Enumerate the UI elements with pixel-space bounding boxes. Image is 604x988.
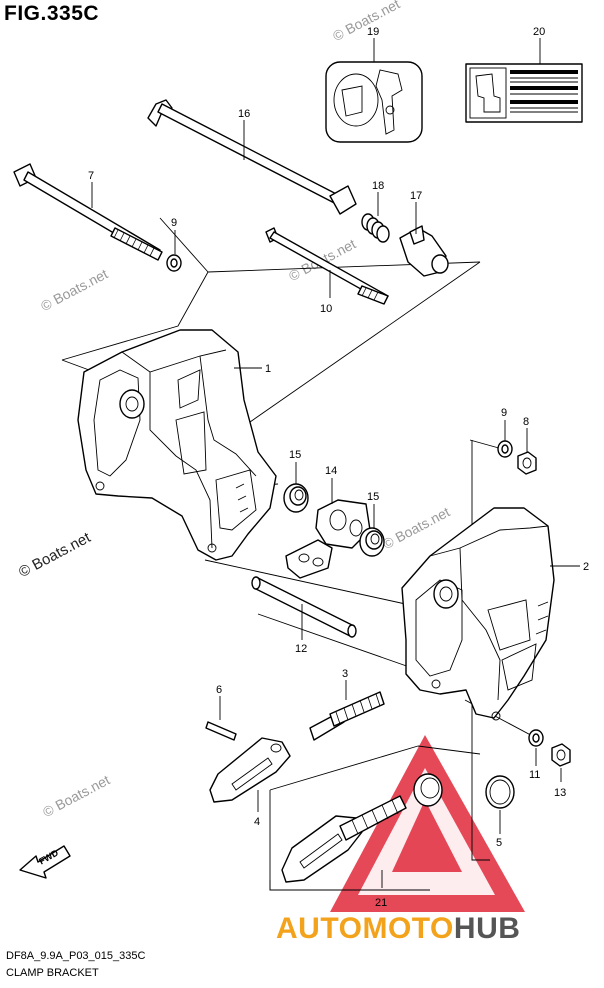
assembly-box-part-21 <box>269 880 430 891</box>
fwd-arrow-icon: FWD <box>19 845 71 879</box>
washer-part-11 <box>528 729 544 747</box>
callout-3: 3 <box>342 668 348 680</box>
knob-part-17 <box>399 225 449 277</box>
nut-part-13 <box>551 743 571 767</box>
clamp-bracket-part-1 <box>77 329 277 561</box>
leader-line <box>249 261 481 423</box>
rod-part-10 <box>265 227 389 305</box>
ring-part-5 <box>485 775 515 809</box>
callout-17: 17 <box>410 190 422 202</box>
tube-part-12 <box>251 576 357 638</box>
brand-triangle-icon <box>330 735 525 912</box>
callout-1: 1 <box>265 363 271 375</box>
screw-part-3 <box>309 691 385 741</box>
callout-9: 9 <box>171 217 177 229</box>
callout-7: 7 <box>88 170 94 182</box>
leader-line <box>417 745 481 755</box>
figure-name: CLAMP BRACKET <box>6 967 99 979</box>
leader-line <box>204 559 411 606</box>
leader-line <box>471 690 490 861</box>
callout-6: 6 <box>216 684 222 696</box>
brand-logo-right: HUB <box>454 912 521 945</box>
sticker-part-19 <box>325 61 423 143</box>
figure-title: FIG.335C <box>4 2 100 25</box>
callout-11: 11 <box>529 769 540 781</box>
nut-part-8 <box>517 451 537 475</box>
callout-2: 2 <box>583 561 589 573</box>
callout-8: 8 <box>523 416 529 428</box>
clamp-bracket-part-2 <box>401 507 555 721</box>
callout-9: 9 <box>501 407 507 419</box>
callout-5: 5 <box>496 837 502 849</box>
callout-12: 12 <box>295 643 307 655</box>
brand-logo: AUTOMOTOHUB <box>276 912 520 945</box>
callout-15: 15 <box>367 491 379 503</box>
plate-part-14 <box>285 499 371 579</box>
callout-13: 13 <box>554 787 566 799</box>
bushing-part-15-upper <box>283 483 309 513</box>
leader-line <box>257 613 419 671</box>
rod-part-16 <box>147 99 357 215</box>
callout-19: 19 <box>367 26 379 38</box>
washer-part-9-right <box>497 440 513 458</box>
leader-line <box>269 745 419 791</box>
callout-4: 4 <box>254 816 260 828</box>
spring-part-18 <box>361 213 390 243</box>
washer-part-9 <box>166 254 182 272</box>
callout-10: 10 <box>320 303 332 315</box>
callout-16: 16 <box>238 108 250 120</box>
callout-18: 18 <box>372 180 384 192</box>
callout-14: 14 <box>325 465 337 477</box>
figure-code: DF8A_9.9A_P03_015_335C <box>6 950 146 962</box>
callout-20: 20 <box>533 26 545 38</box>
bushing-part-15-lower <box>359 527 385 557</box>
brand-logo-left: AUTOMOTO <box>276 912 454 945</box>
pin-part-6 <box>205 721 237 741</box>
leader-line <box>61 271 209 361</box>
lever-part-4 <box>209 737 291 803</box>
lever-assembly-part-21 <box>281 773 443 883</box>
leader-line <box>159 217 209 273</box>
label-part-20 <box>465 63 583 123</box>
bolt-part-7 <box>13 163 163 261</box>
callout-15: 15 <box>289 449 301 461</box>
callout-21: 21 <box>375 897 387 909</box>
